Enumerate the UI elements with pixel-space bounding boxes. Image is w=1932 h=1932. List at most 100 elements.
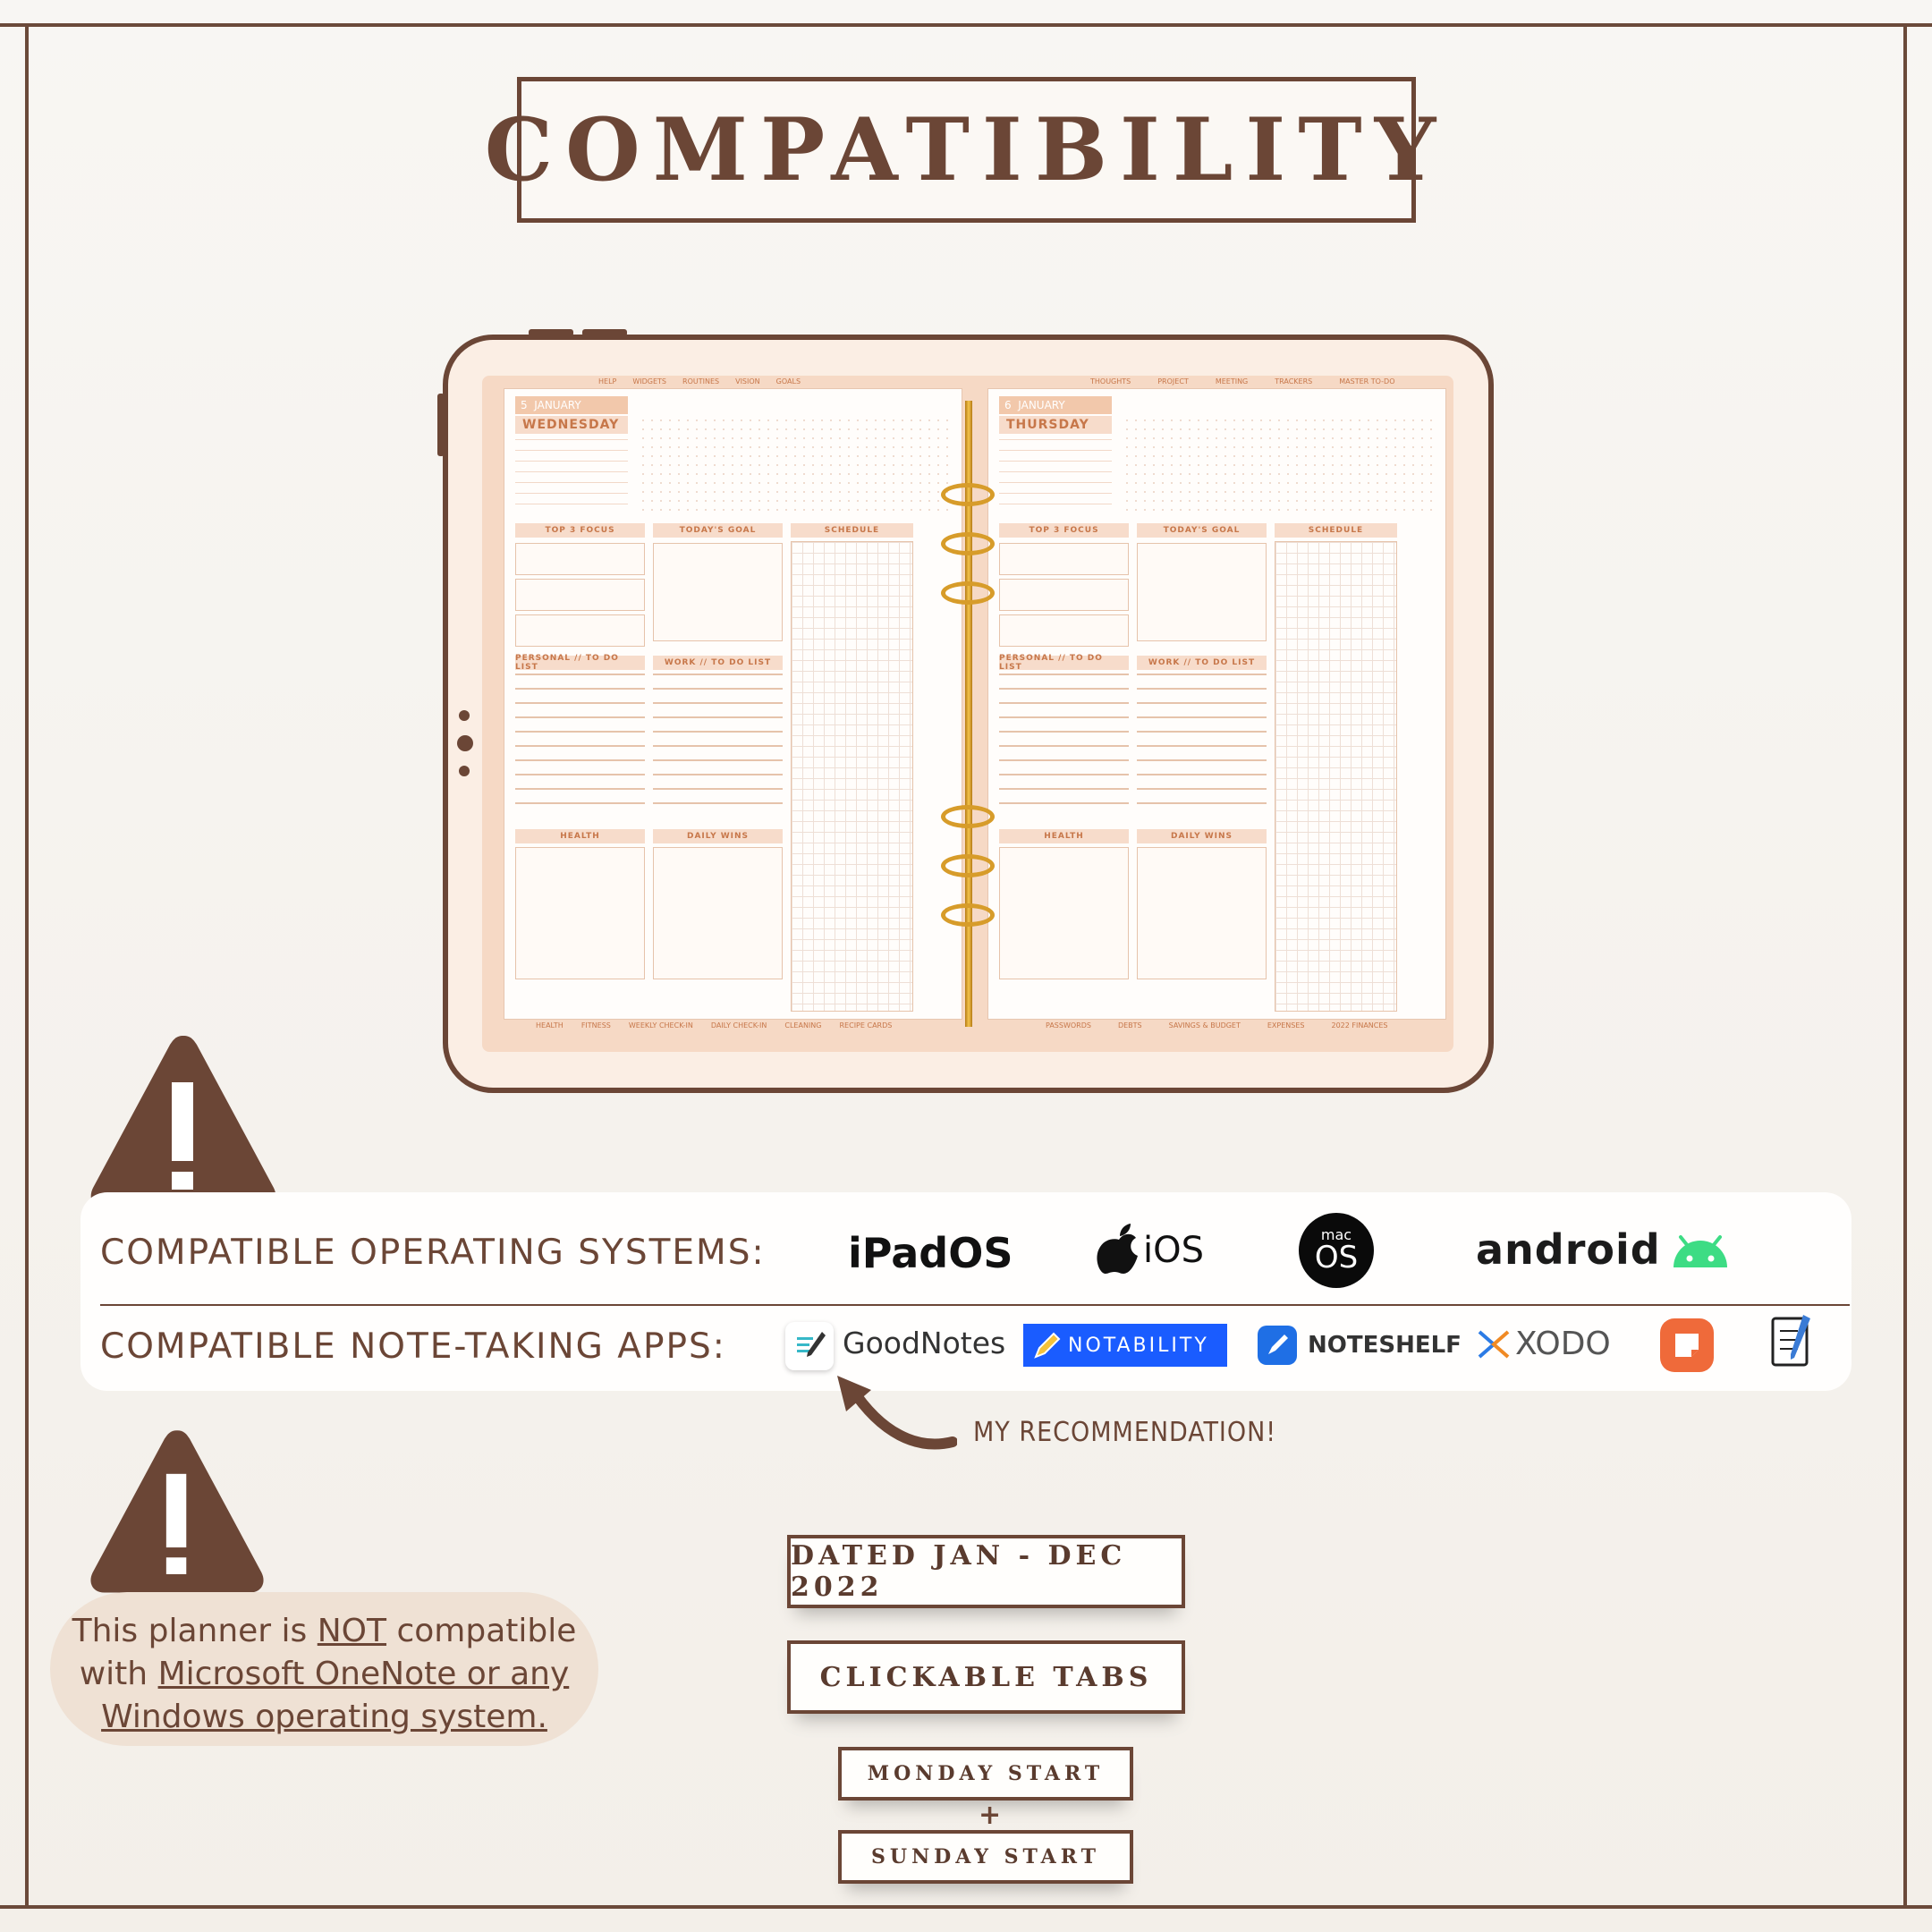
tab-master-todo[interactable]: MASTER TO-DO: [1339, 377, 1395, 386]
ios-text: iOS: [1143, 1230, 1204, 1271]
goodnotes-text: GoodNotes: [843, 1326, 1006, 1360]
notebook-icon: [1771, 1315, 1810, 1367]
work-list[interactable]: [653, 674, 783, 817]
tab-recipe-cards[interactable]: RECIPE CARDS: [839, 1021, 893, 1030]
binder-ring: [941, 805, 995, 828]
curved-arrow-icon: [837, 1376, 957, 1450]
notes-app-icon: [1660, 1318, 1714, 1372]
macos-big-text: OS: [1314, 1240, 1359, 1275]
binder-ring: [941, 532, 995, 555]
tab-passwords[interactable]: PASSWORDS: [1046, 1021, 1091, 1030]
tab-daily-checkin[interactable]: DAILY CHECK-IN: [710, 1021, 767, 1030]
focus-item[interactable]: [515, 579, 645, 611]
binder-ring: [941, 854, 995, 877]
work-list[interactable]: [1137, 674, 1267, 817]
tab-project[interactable]: PROJECT: [1157, 377, 1189, 386]
bottom-tabs-right[interactable]: PASSWORDS DEBTS SAVINGS & BUDGET EXPENSE…: [1046, 1021, 1388, 1030]
bottom-rule: [0, 1905, 1932, 1909]
focus-item[interactable]: [515, 614, 645, 647]
notability-logo: NOTABILITY: [1023, 1324, 1227, 1367]
personal-header: PERSONAL // TO DO LIST: [515, 654, 645, 672]
tab-health[interactable]: HEALTH: [536, 1021, 564, 1030]
tablet-button: [529, 329, 573, 336]
notice-line-3: Windows operating system.: [101, 1699, 547, 1735]
monday-start-badge: MONDAY START: [838, 1747, 1133, 1801]
goal-header: TODAY'S GOAL: [1137, 523, 1267, 538]
android-robot-icon: [1673, 1235, 1727, 1267]
tablet-mockup: HELP WIDGETS ROUTINES VISION GOALS THOUG…: [437, 329, 1494, 1093]
mini-calendar[interactable]: [515, 437, 628, 514]
panel-divider: [100, 1304, 1850, 1306]
binder-ring: [941, 581, 995, 605]
schedule-grid[interactable]: [791, 541, 913, 1012]
goal-header: TODAY'S GOAL: [653, 523, 783, 538]
tab-widgets[interactable]: WIDGETS: [632, 377, 667, 386]
goal-box[interactable]: [1137, 543, 1267, 641]
compatibility-panel: [80, 1192, 1852, 1391]
focus-item[interactable]: [999, 579, 1129, 611]
work-header: WORK // TO DO LIST: [1137, 656, 1267, 670]
focus-item[interactable]: [515, 543, 645, 575]
bottom-tabs-left[interactable]: HEALTH FITNESS WEEKLY CHECK-IN DAILY CHE…: [536, 1021, 892, 1030]
personal-list[interactable]: [515, 674, 645, 817]
incompatibility-notice: This planner is NOT compatible with Micr…: [50, 1592, 598, 1746]
tab-thoughts[interactable]: THOUGHTS: [1090, 377, 1131, 386]
personal-header: PERSONAL // TO DO LIST: [999, 654, 1129, 672]
noteshelf-logo: NOTESHELF: [1258, 1326, 1462, 1365]
pencil-icon: [1034, 1332, 1061, 1359]
top3-header: TOP 3 FOCUS: [999, 523, 1129, 538]
tab-help[interactable]: HELP: [598, 377, 617, 386]
top3-header: TOP 3 FOCUS: [515, 523, 645, 538]
personal-list[interactable]: [999, 674, 1129, 817]
tab-expenses[interactable]: EXPENSES: [1267, 1021, 1305, 1030]
health-box[interactable]: [515, 847, 645, 979]
warning-icon: [90, 1036, 276, 1209]
top-tabs-left[interactable]: HELP WIDGETS ROUTINES VISION GOALS: [598, 377, 801, 386]
xodo-logo: XODO: [1476, 1326, 1611, 1362]
tab-savings-budget[interactable]: SAVINGS & BUDGET: [1168, 1021, 1241, 1030]
noteshelf-icon: [1258, 1326, 1297, 1365]
macos-small-text: mac: [1320, 1226, 1352, 1243]
health-box[interactable]: [999, 847, 1129, 979]
tab-weekly-checkin[interactable]: WEEKLY CHECK-IN: [628, 1021, 693, 1030]
tab-vision[interactable]: VISION: [735, 377, 760, 386]
top-tabs-right[interactable]: THOUGHTS PROJECT MEETING TRACKERS MASTER…: [1090, 377, 1395, 386]
wins-box[interactable]: [1137, 847, 1267, 979]
tab-fitness[interactable]: FITNESS: [580, 1021, 611, 1030]
goal-box[interactable]: [653, 543, 783, 641]
planner-page-left: 5 JANUARY WEDNESDAY TOP 3 FOCUS TODAY'S …: [504, 388, 962, 1020]
binder-ring: [941, 903, 995, 927]
camera-dot: [459, 766, 470, 776]
planner-screen: HELP WIDGETS ROUTINES VISION GOALS THOUG…: [482, 376, 1453, 1052]
noteshelf-text: NOTESHELF: [1308, 1332, 1462, 1359]
focus-item[interactable]: [999, 543, 1129, 575]
tab-meeting[interactable]: MEETING: [1215, 377, 1249, 386]
tab-cleaning[interactable]: CLEANING: [784, 1021, 822, 1030]
tab-trackers[interactable]: TRACKERS: [1275, 377, 1313, 386]
binder-ring: [941, 483, 995, 506]
notice-line-1: This planner is NOT compatible: [72, 1613, 577, 1649]
focus-item[interactable]: [999, 614, 1129, 647]
dated-badge: DATED JAN - DEC 2022: [787, 1535, 1185, 1608]
month-header: 6 JANUARY: [999, 396, 1112, 414]
title-box: COMPATIBILITY: [485, 77, 1436, 223]
schedule-grid[interactable]: [1275, 541, 1397, 1012]
tab-debts[interactable]: DEBTS: [1117, 1021, 1142, 1030]
ios-logo: iOS: [1097, 1224, 1204, 1277]
health-header: HEALTH: [515, 829, 645, 843]
work-header: WORK // TO DO LIST: [653, 656, 783, 670]
tab-routines[interactable]: ROUTINES: [682, 377, 720, 386]
tab-goals[interactable]: GOALS: [775, 377, 801, 386]
page-frame: [25, 25, 1907, 1907]
android-text: android: [1476, 1225, 1661, 1274]
tab-2022-finances[interactable]: 2022 FINANCES: [1331, 1021, 1388, 1030]
wins-header: DAILY WINS: [1137, 829, 1267, 843]
wins-box[interactable]: [653, 847, 783, 979]
wins-header: DAILY WINS: [653, 829, 783, 843]
camera-icon: [457, 735, 473, 751]
os-label: COMPATIBLE OPERATING SYSTEMS:: [100, 1233, 766, 1273]
weekday-label: WEDNESDAY: [515, 416, 628, 434]
mini-calendar[interactable]: [999, 437, 1112, 514]
planner-page-right: 6 JANUARY THURSDAY TOP 3 FOCUS TODAY'S G…: [987, 388, 1446, 1020]
plus-sign: +: [979, 1800, 1002, 1831]
